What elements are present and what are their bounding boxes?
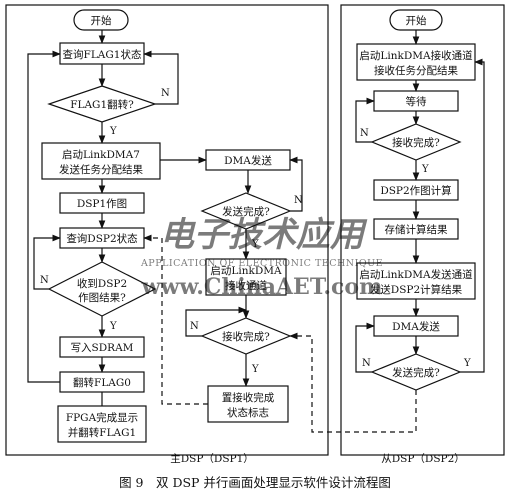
figure-caption: 图 9 双 DSP 并行画面处理显示软件设计流程图 [119, 475, 391, 490]
master-send-done-label: 发送完成? [222, 205, 270, 218]
slave-dma-send-label: DMA发送 [392, 320, 440, 333]
write-sdram-label: 写入SDRAM [71, 342, 134, 354]
start-linkdma7-label-1: 启动LinkDMA7 [62, 148, 140, 161]
set-recv-flag-label-1: 置接收完成 [222, 391, 275, 404]
slave-recv-yes-label: Y [421, 164, 429, 175]
arrow-slave-recv-no-loop [355, 97, 375, 143]
master-recv-done-label: 接收完成? [222, 330, 270, 343]
fpga-display-label-2: 并翻转FLAG1 [68, 426, 136, 439]
watermark-sub: APPLICATION OF ELECTRONIC TECHNIQUE [140, 258, 383, 269]
dsp2-draw-label: DSP2作图计算 [380, 184, 451, 197]
flip-flag0-label: 翻转FLAG0 [73, 376, 131, 389]
recv-dsp2-label-2: 作图结果? [78, 291, 126, 304]
start-linkdma7-label-2: 发送任务分配结果 [59, 163, 143, 176]
start-send-channel-label-1: 启动LinkDMA发送通道 [359, 268, 473, 281]
slave-dsp-panel-label: 从DSP（DSP2） [381, 453, 465, 465]
slave-recv-no-label: N [360, 128, 369, 139]
start-recv-channel-label-2: 接收任务分配结果 [374, 64, 458, 77]
dashed-slave-to-master-recv [289, 332, 417, 433]
send-done-yes-label: Y [251, 239, 259, 250]
query-dsp2-label: 查询DSP2状态 [66, 232, 138, 245]
recv-done-no-label: N [190, 321, 199, 332]
query-flag1-label: 查询FLAG1状态 [63, 48, 142, 61]
flag1-flip-label: FLAG1翻转? [70, 98, 134, 111]
set-recv-flag-label-2: 状态标志 [227, 406, 269, 419]
dashed-flag-to-query-dsp2 [143, 234, 208, 405]
master-dma-send-label: DMA发送 [224, 154, 272, 167]
watermark-main: 电子技术应用 [160, 215, 368, 255]
slave-recv-done-label: 接收完成? [392, 136, 440, 149]
recv-yes-label: Y [109, 321, 117, 332]
start-linkdma-recv-box [205, 258, 287, 296]
watermark: 电子技术应用 APPLICATION OF ELECTRONIC TECHNIQ… [140, 215, 383, 300]
arrow-slave-send-yes-loop [460, 58, 485, 373]
wait-label: 等待 [406, 95, 427, 108]
start-send-channel-box [356, 262, 476, 300]
start-linkdma-recv-label-2: 接收通道 [225, 279, 267, 292]
start-linkdma-recv-label-1: 启动LinkDMA [210, 264, 282, 277]
slave-send-no-label: N [362, 358, 371, 369]
arrow-recv-done-no-loop [185, 306, 247, 337]
recv-no-label: N [40, 275, 49, 286]
send-done-no-label: N [294, 195, 303, 206]
fpga-display-label-1: FPGA完成显示 [66, 411, 138, 424]
slave-dsp-panel [340, 4, 505, 456]
recv-dsp2-label-1: 收到DSP2 [77, 277, 127, 290]
master-start-terminal [73, 9, 129, 31]
slave-start-label: 开始 [406, 14, 427, 27]
start-recv-channel-label-1: 启动LinkDMA接收通道 [359, 49, 473, 62]
arrow-send-done-no-loop [289, 156, 303, 212]
start-send-channel-label-2: 发送DSP2计算结果 [370, 283, 463, 296]
dsp1-draw-label: DSP1作图 [77, 198, 127, 210]
flip-no-label: N [161, 88, 170, 99]
recv-done-yes-label: Y [251, 364, 259, 375]
master-dsp-panel [5, 4, 329, 456]
arrow-slave-send-no-loop [355, 322, 375, 373]
start-linkdma7-box [41, 142, 161, 180]
slave-send-yes-label: Y [463, 358, 471, 369]
store-results-label: 存储计算结果 [385, 223, 448, 236]
arrow-flag0-back-to-query-flag1 [27, 50, 61, 383]
flip-yes-label: Y [109, 126, 117, 137]
arrow-flip-no-loop [143, 50, 179, 105]
master-start-label: 开始 [91, 14, 112, 27]
master-dsp-panel-label: 主DSP（DSP1） [170, 453, 254, 465]
watermark-site: www.ChinaAET.com [141, 274, 383, 300]
arrow-recv-no-loop [33, 234, 61, 290]
fpga-display-box [57, 405, 147, 443]
slave-send-done-label: 发送完成? [392, 366, 440, 379]
